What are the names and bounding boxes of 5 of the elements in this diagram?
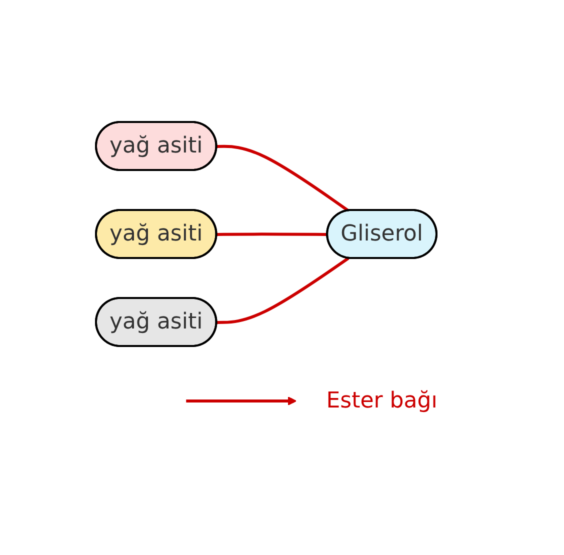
node-text: Ester bağı [326, 388, 438, 414]
connector [217, 145, 350, 212]
connector [217, 257, 350, 324]
arrow [186, 396, 297, 406]
connector [217, 232, 328, 236]
